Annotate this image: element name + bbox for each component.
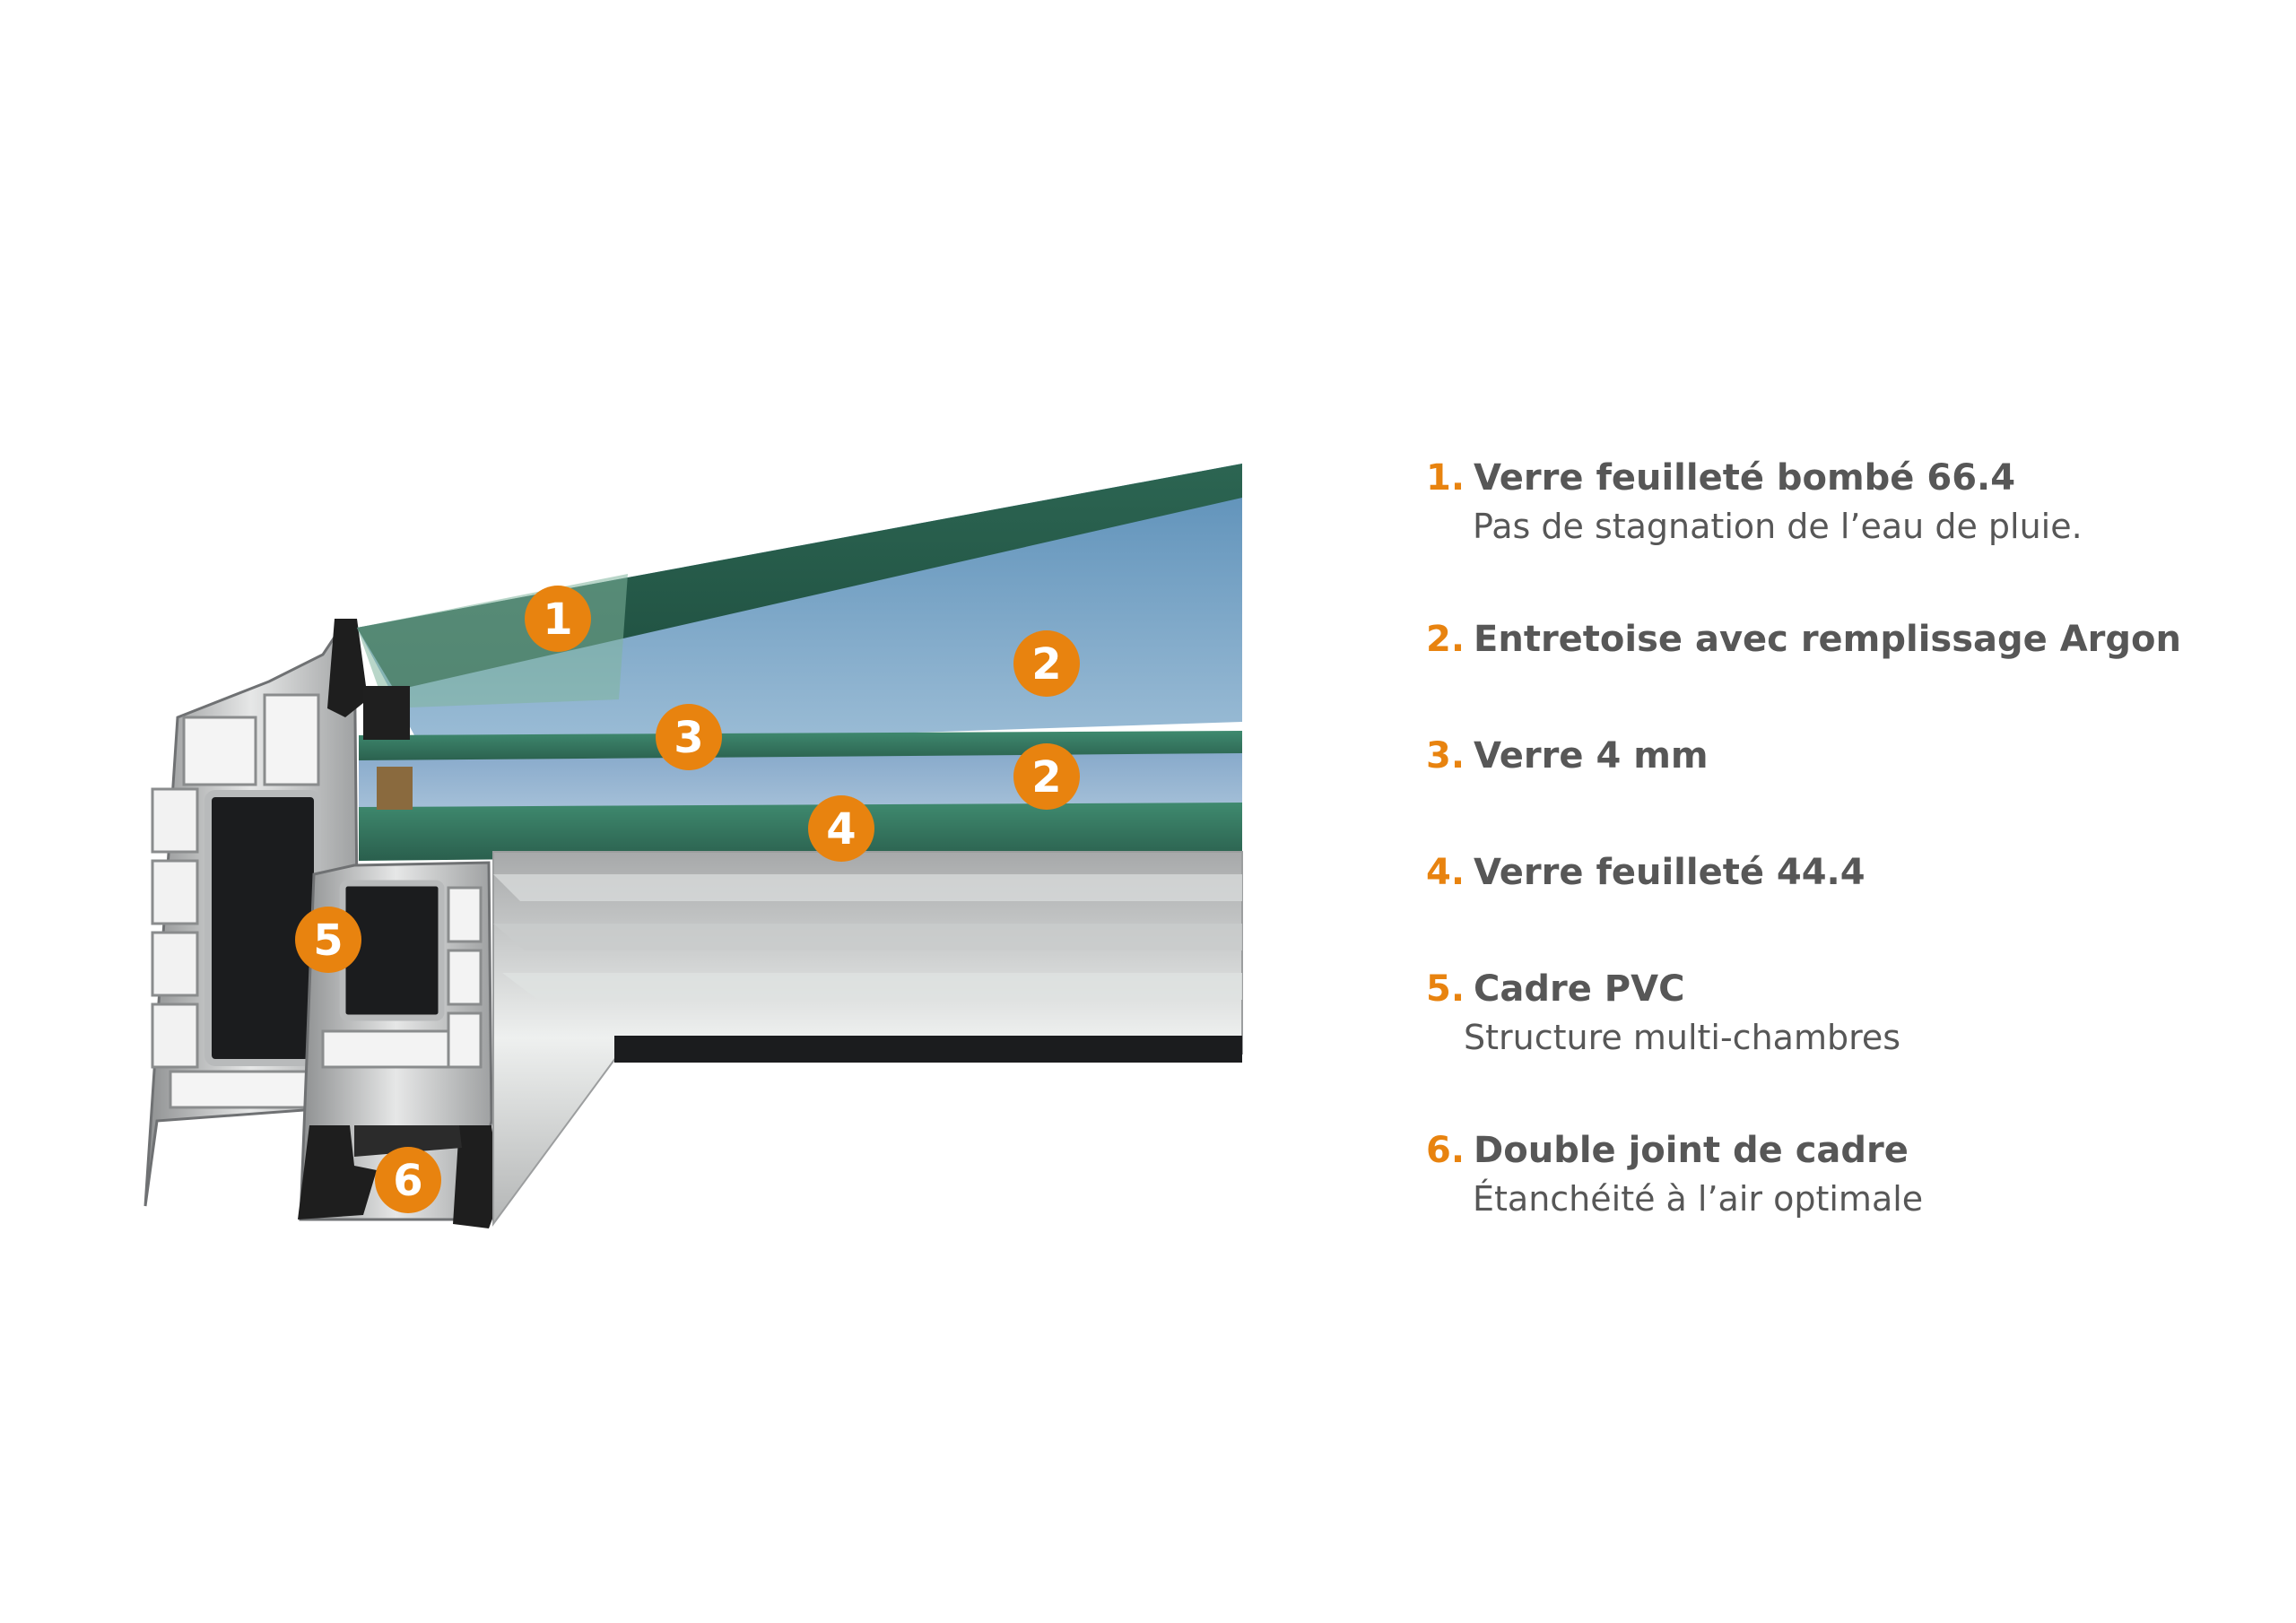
legend-title: 4.Verre feuilleté 44.4 [1426, 847, 1866, 898]
marker-circle [375, 1147, 441, 1213]
legend-number: 6. [1426, 1130, 1465, 1171]
glazing-unit [357, 464, 1242, 861]
marker-circle [656, 704, 722, 770]
legend-title: 3.Verre 4 mm [1426, 731, 1709, 781]
legend-label: Cadre PVC [1474, 968, 1685, 1010]
legend-item-5: 5.Cadre PVC Structure multi-chambres [1426, 964, 1900, 1061]
legend-description: Étanchéité à l’air optimale [1473, 1179, 1924, 1219]
legend-label: Verre 4 mm [1474, 735, 1709, 777]
legend-number: 2. [1426, 619, 1465, 660]
marker-2: 2 [1013, 630, 1080, 697]
marker-4: 4 [808, 795, 874, 862]
marker-label: 3 [674, 713, 703, 763]
legend-label: Verre feuilleté bombé 66.4 [1474, 457, 2016, 499]
legend-item-3: 3.Verre 4 mm [1426, 731, 1709, 781]
legend-label: Verre feuilleté 44.4 [1474, 852, 1866, 893]
marker-circle [295, 907, 361, 973]
legend-title: 1.Verre feuilleté bombé 66.4 [1426, 453, 2083, 503]
marker-circle [808, 795, 874, 862]
pvc-frame-outer [144, 626, 359, 1207]
legend-description: Structure multi-chambres [1464, 1018, 1901, 1057]
marker-5: 5 [295, 907, 361, 973]
legend-label: Entretoise avec remplissage Argon [1474, 619, 2181, 660]
double-frame-seal [298, 619, 502, 1228]
legend-title: 2.Entretoise avec remplissage Argon [1426, 614, 2181, 664]
numbered-markers: 1 2 3 2 4 5 6 [295, 586, 1080, 1213]
profile-ribs [492, 851, 1243, 1228]
marker-1: 1 [525, 586, 591, 652]
marker-2: 2 [1013, 743, 1080, 810]
marker-label: 6 [393, 1156, 422, 1206]
legend-description: Pas de stagnation de l’eau de pluie. [1473, 507, 2083, 546]
legend-item-2: 2.Entretoise avec remplissage Argon [1426, 614, 2181, 664]
legend-number: 3. [1426, 735, 1465, 777]
legend-number: 4. [1426, 852, 1465, 893]
marker-circle [525, 586, 591, 652]
marker-label: 5 [313, 916, 343, 966]
legend-title: 5.Cadre PVC [1426, 964, 1900, 1014]
marker-circle [1013, 630, 1080, 697]
legend-number: 1. [1426, 457, 1465, 499]
legend-number: 5. [1426, 968, 1465, 1010]
marker-3: 3 [656, 704, 722, 770]
marker-6: 6 [375, 1147, 441, 1213]
legend-item-1: 1.Verre feuilleté bombé 66.4 Pas de stag… [1426, 453, 2083, 550]
marker-label: 2 [1031, 752, 1061, 803]
legend-title: 6.Double joint de cadre [1426, 1125, 1923, 1176]
marker-label: 1 [543, 595, 572, 645]
marker-label: 4 [826, 804, 856, 855]
marker-circle [1013, 743, 1080, 810]
marker-label: 2 [1031, 639, 1061, 690]
legend-label: Double joint de cadre [1474, 1130, 1909, 1171]
legend-item-4: 4.Verre feuilleté 44.4 [1426, 847, 1866, 898]
legend-item-6: 6.Double joint de cadre Étanchéité à l’a… [1426, 1125, 1923, 1222]
